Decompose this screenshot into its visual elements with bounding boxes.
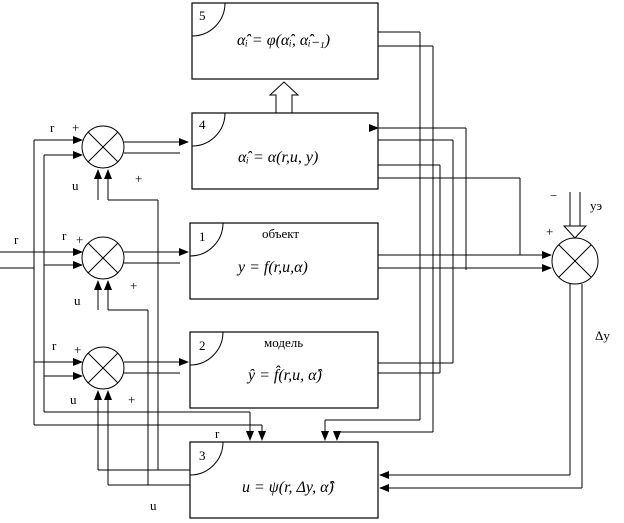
label-u-block3: u: [150, 498, 157, 513]
label-r-mid: r: [62, 228, 67, 243]
label-u-top: u: [72, 178, 79, 193]
label-plus-mid: +: [76, 232, 83, 247]
label-u-bottom: u: [70, 392, 77, 407]
label-plus-top: +: [72, 120, 79, 135]
block-2-number: 2: [199, 338, 206, 353]
block-2-title: модель: [264, 335, 303, 350]
label-u-mid: u: [74, 293, 81, 308]
block-1-formula: y = f(r,u,α): [236, 259, 308, 276]
label-r-input: r: [14, 232, 19, 247]
label-dy: Δy: [595, 328, 610, 343]
sum-junction-mid: [81, 236, 125, 280]
wires: [0, 31, 588, 492]
block-5-formula: α̂̂ᵢ = φ(α̂ᵢ, α̂̂ᵢ₋₁): [237, 32, 330, 49]
sum-junction-error: [551, 237, 599, 285]
label-r-block3: r: [215, 426, 220, 441]
block-4-formula: α̂ᵢ = α(r,u, y): [238, 149, 318, 166]
block-2: 2 модель ŷ = f̂(r,u, α̂): [189, 331, 379, 409]
label-r-top: r: [50, 120, 55, 135]
block-4-number: 4: [199, 117, 206, 132]
label-minus-ref: −: [550, 188, 557, 203]
sum-junction-bottom: [81, 346, 125, 390]
block-3-formula: u = ψ(r, Δy, α̂̂): [242, 479, 335, 496]
block-1: 1 объект y = f(r,u,α): [189, 222, 379, 300]
block-5-number: 5: [199, 8, 206, 23]
sum-junction-top: [81, 125, 125, 169]
label-plus-top-b: +: [135, 171, 142, 186]
label-plus-bottom-b: +: [128, 392, 135, 407]
signal-labels: r + u + r r + u + r + u + r u − уэ + Δy: [14, 120, 610, 513]
label-r-bottom: r: [52, 338, 57, 353]
label-plus-bottom: +: [74, 342, 81, 357]
block-4: 4 α̂ᵢ = α(r,u, y): [191, 112, 379, 190]
label-ye: уэ: [590, 198, 603, 213]
block-1-number: 1: [199, 229, 206, 244]
label-plus-error: +: [546, 224, 553, 239]
block-5: 5 α̂̂ᵢ = φ(α̂ᵢ, α̂̂ᵢ₋₁): [191, 2, 379, 80]
block-3-number: 3: [199, 448, 206, 463]
block-1-title: объект: [262, 226, 299, 241]
block-3: 3 u = ψ(r, Δy, α̂̂): [189, 441, 379, 519]
block-2-formula: ŷ = f̂(r,u, α̂): [246, 365, 323, 384]
label-plus-mid-b: +: [130, 278, 137, 293]
